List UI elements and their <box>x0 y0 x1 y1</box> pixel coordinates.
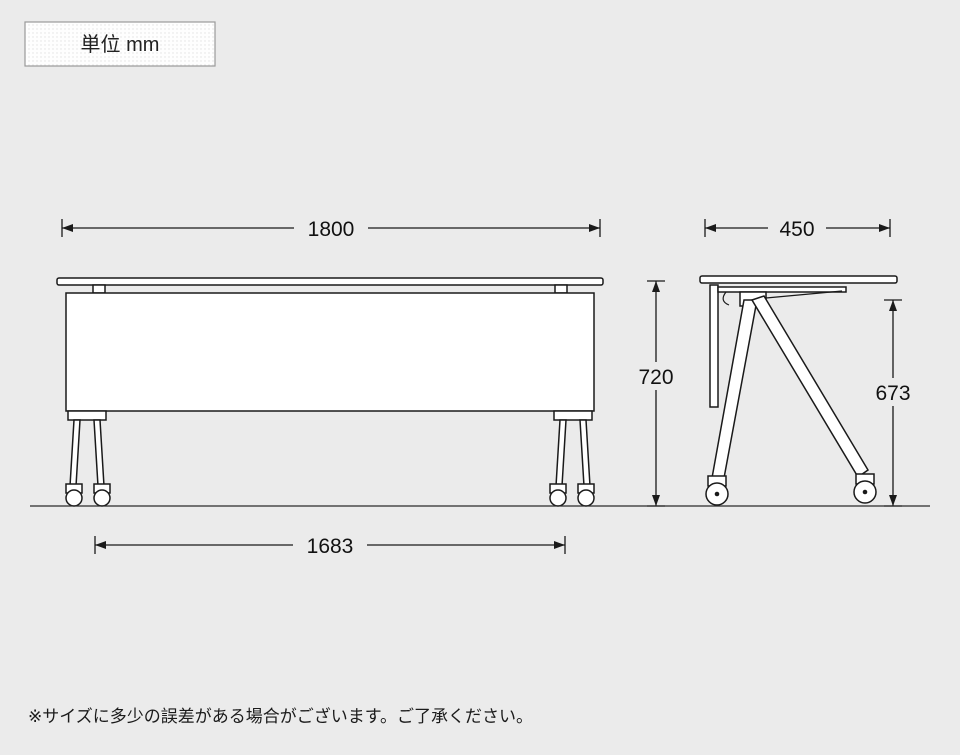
side-panel-edge <box>709 284 719 408</box>
side-view: 450 <box>699 214 921 507</box>
front-view: 1800 <box>56 214 684 559</box>
side-under-top-height-label: 673 <box>875 382 910 405</box>
tolerance-note: ※サイズに多少の誤差がある場合がございます。ご了承ください。 <box>28 706 533 726</box>
unit-label-box: 単位 mm <box>24 21 216 67</box>
caster-wheel <box>549 489 567 507</box>
unit-label-background <box>24 21 216 67</box>
dim-720: 720 <box>628 280 684 507</box>
caster-wheel <box>93 489 111 507</box>
side-casters <box>705 473 877 506</box>
dim-450: 450 <box>704 214 891 242</box>
front-panel <box>65 292 595 412</box>
dim-673: 673 <box>865 299 921 507</box>
front-height-label: 720 <box>638 366 673 389</box>
side-depth-label: 450 <box>779 218 814 241</box>
side-tabletop <box>699 275 898 284</box>
unit-label: 単位 mm <box>81 33 160 56</box>
dim-1800: 1800 <box>61 214 601 242</box>
front-leg-span-label: 1683 <box>307 535 354 558</box>
dim-1683: 1683 <box>94 531 566 559</box>
front-width-label: 1800 <box>308 218 355 241</box>
side-legs <box>711 295 870 479</box>
caster-wheel <box>65 489 83 507</box>
front-tabletop <box>56 277 604 286</box>
caster-wheel <box>577 489 595 507</box>
front-legs <box>65 410 595 507</box>
